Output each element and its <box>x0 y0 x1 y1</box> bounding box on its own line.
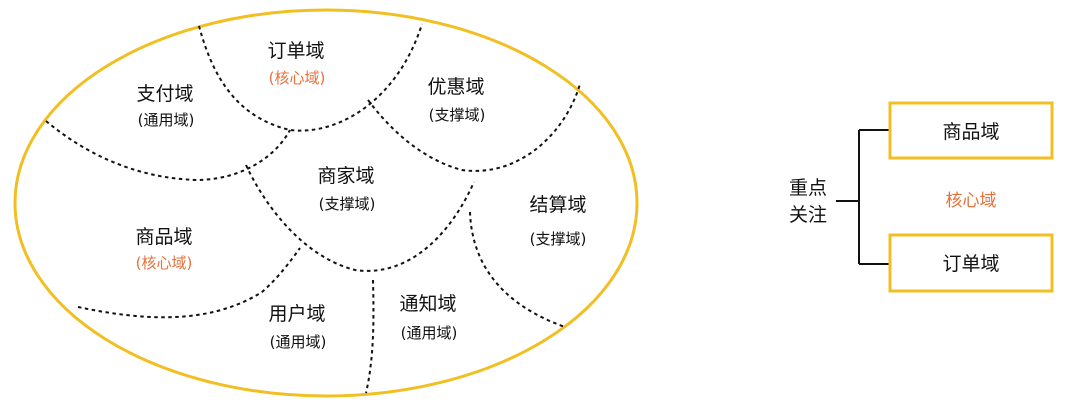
domain-coupon: 优惠域 (支撑域) <box>427 76 485 124</box>
domain-notify-type: (通用域) <box>401 324 458 342</box>
legend-box-bottom <box>888 233 1054 293</box>
domain-dividers <box>45 23 581 394</box>
focus-label-line1: 重点 <box>789 177 827 199</box>
divider-coupon <box>367 83 581 172</box>
divider-merchant <box>245 164 475 272</box>
divider-order <box>198 23 423 132</box>
divider-product <box>77 247 301 319</box>
domain-user: 用户域 (通用域) <box>268 303 326 351</box>
domain-settle-type: (支撑域) <box>530 230 587 248</box>
domain-order-type: (核心域) <box>269 69 326 87</box>
domain-notify-name: 通知域 <box>399 293 456 315</box>
domain-payment-name: 支付域 <box>136 83 193 105</box>
system-boundary-ellipse <box>13 8 639 398</box>
domain-merchant-name: 商家域 <box>317 165 374 187</box>
domain-user-type: (通用域) <box>270 333 327 351</box>
focus-legend: 重点 关注 商品域 核心域 订单域 <box>789 101 1054 293</box>
domain-payment: 支付域 (通用域) <box>136 83 194 129</box>
domain-product: 商品域 (核心域) <box>135 226 192 272</box>
focus-label-line2: 关注 <box>789 204 827 226</box>
domain-user-name: 用户域 <box>268 303 325 325</box>
domain-settle: 结算域 (支撑域) <box>529 194 586 248</box>
divider-user-notify <box>365 279 375 394</box>
legend-bracket <box>836 129 890 265</box>
domain-product-name: 商品域 <box>135 226 192 248</box>
domain-product-type: (核心域) <box>136 254 193 272</box>
domain-notify: 通知域 (通用域) <box>399 293 457 342</box>
divider-payment <box>45 120 291 182</box>
legend-box-top <box>888 101 1054 160</box>
domain-merchant-type: (支撑域) <box>319 195 376 213</box>
domain-coupon-name: 优惠域 <box>427 76 484 98</box>
legend-box-top-label: 商品域 <box>942 121 999 143</box>
domain-order-name: 订单域 <box>267 40 324 62</box>
domain-order: 订单域 (核心域) <box>267 40 325 87</box>
domain-coupon-type: (支撑域) <box>429 106 486 124</box>
legend-box-bottom-label: 订单域 <box>942 253 999 275</box>
domain-payment-type: (通用域) <box>138 111 195 129</box>
domain-merchant: 商家域 (支撑域) <box>317 165 375 213</box>
domain-settle-name: 结算域 <box>529 194 586 216</box>
legend-core-label: 核心域 <box>946 191 997 211</box>
